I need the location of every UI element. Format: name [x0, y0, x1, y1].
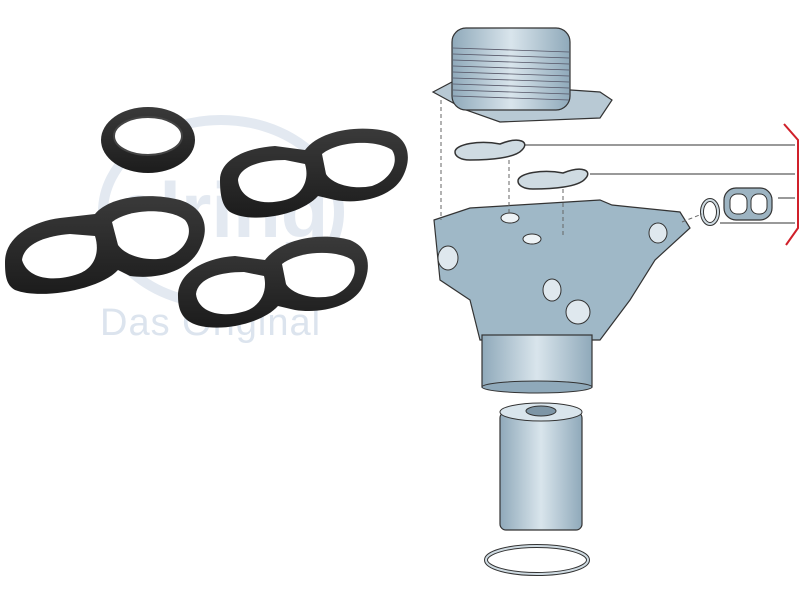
filter-housing — [433, 199, 691, 394]
part-group-bracket — [783, 123, 799, 246]
double-d-gasket-upper — [220, 128, 408, 218]
filter-element — [499, 402, 583, 531]
double-d-gasket-lower — [178, 236, 368, 328]
double-d-gasket-left — [5, 196, 205, 294]
oil-cooler — [431, 27, 613, 123]
round-seal-ring — [101, 107, 195, 173]
cooler-gasket-upper — [454, 139, 526, 161]
cooler-gasket-lower — [517, 168, 589, 190]
